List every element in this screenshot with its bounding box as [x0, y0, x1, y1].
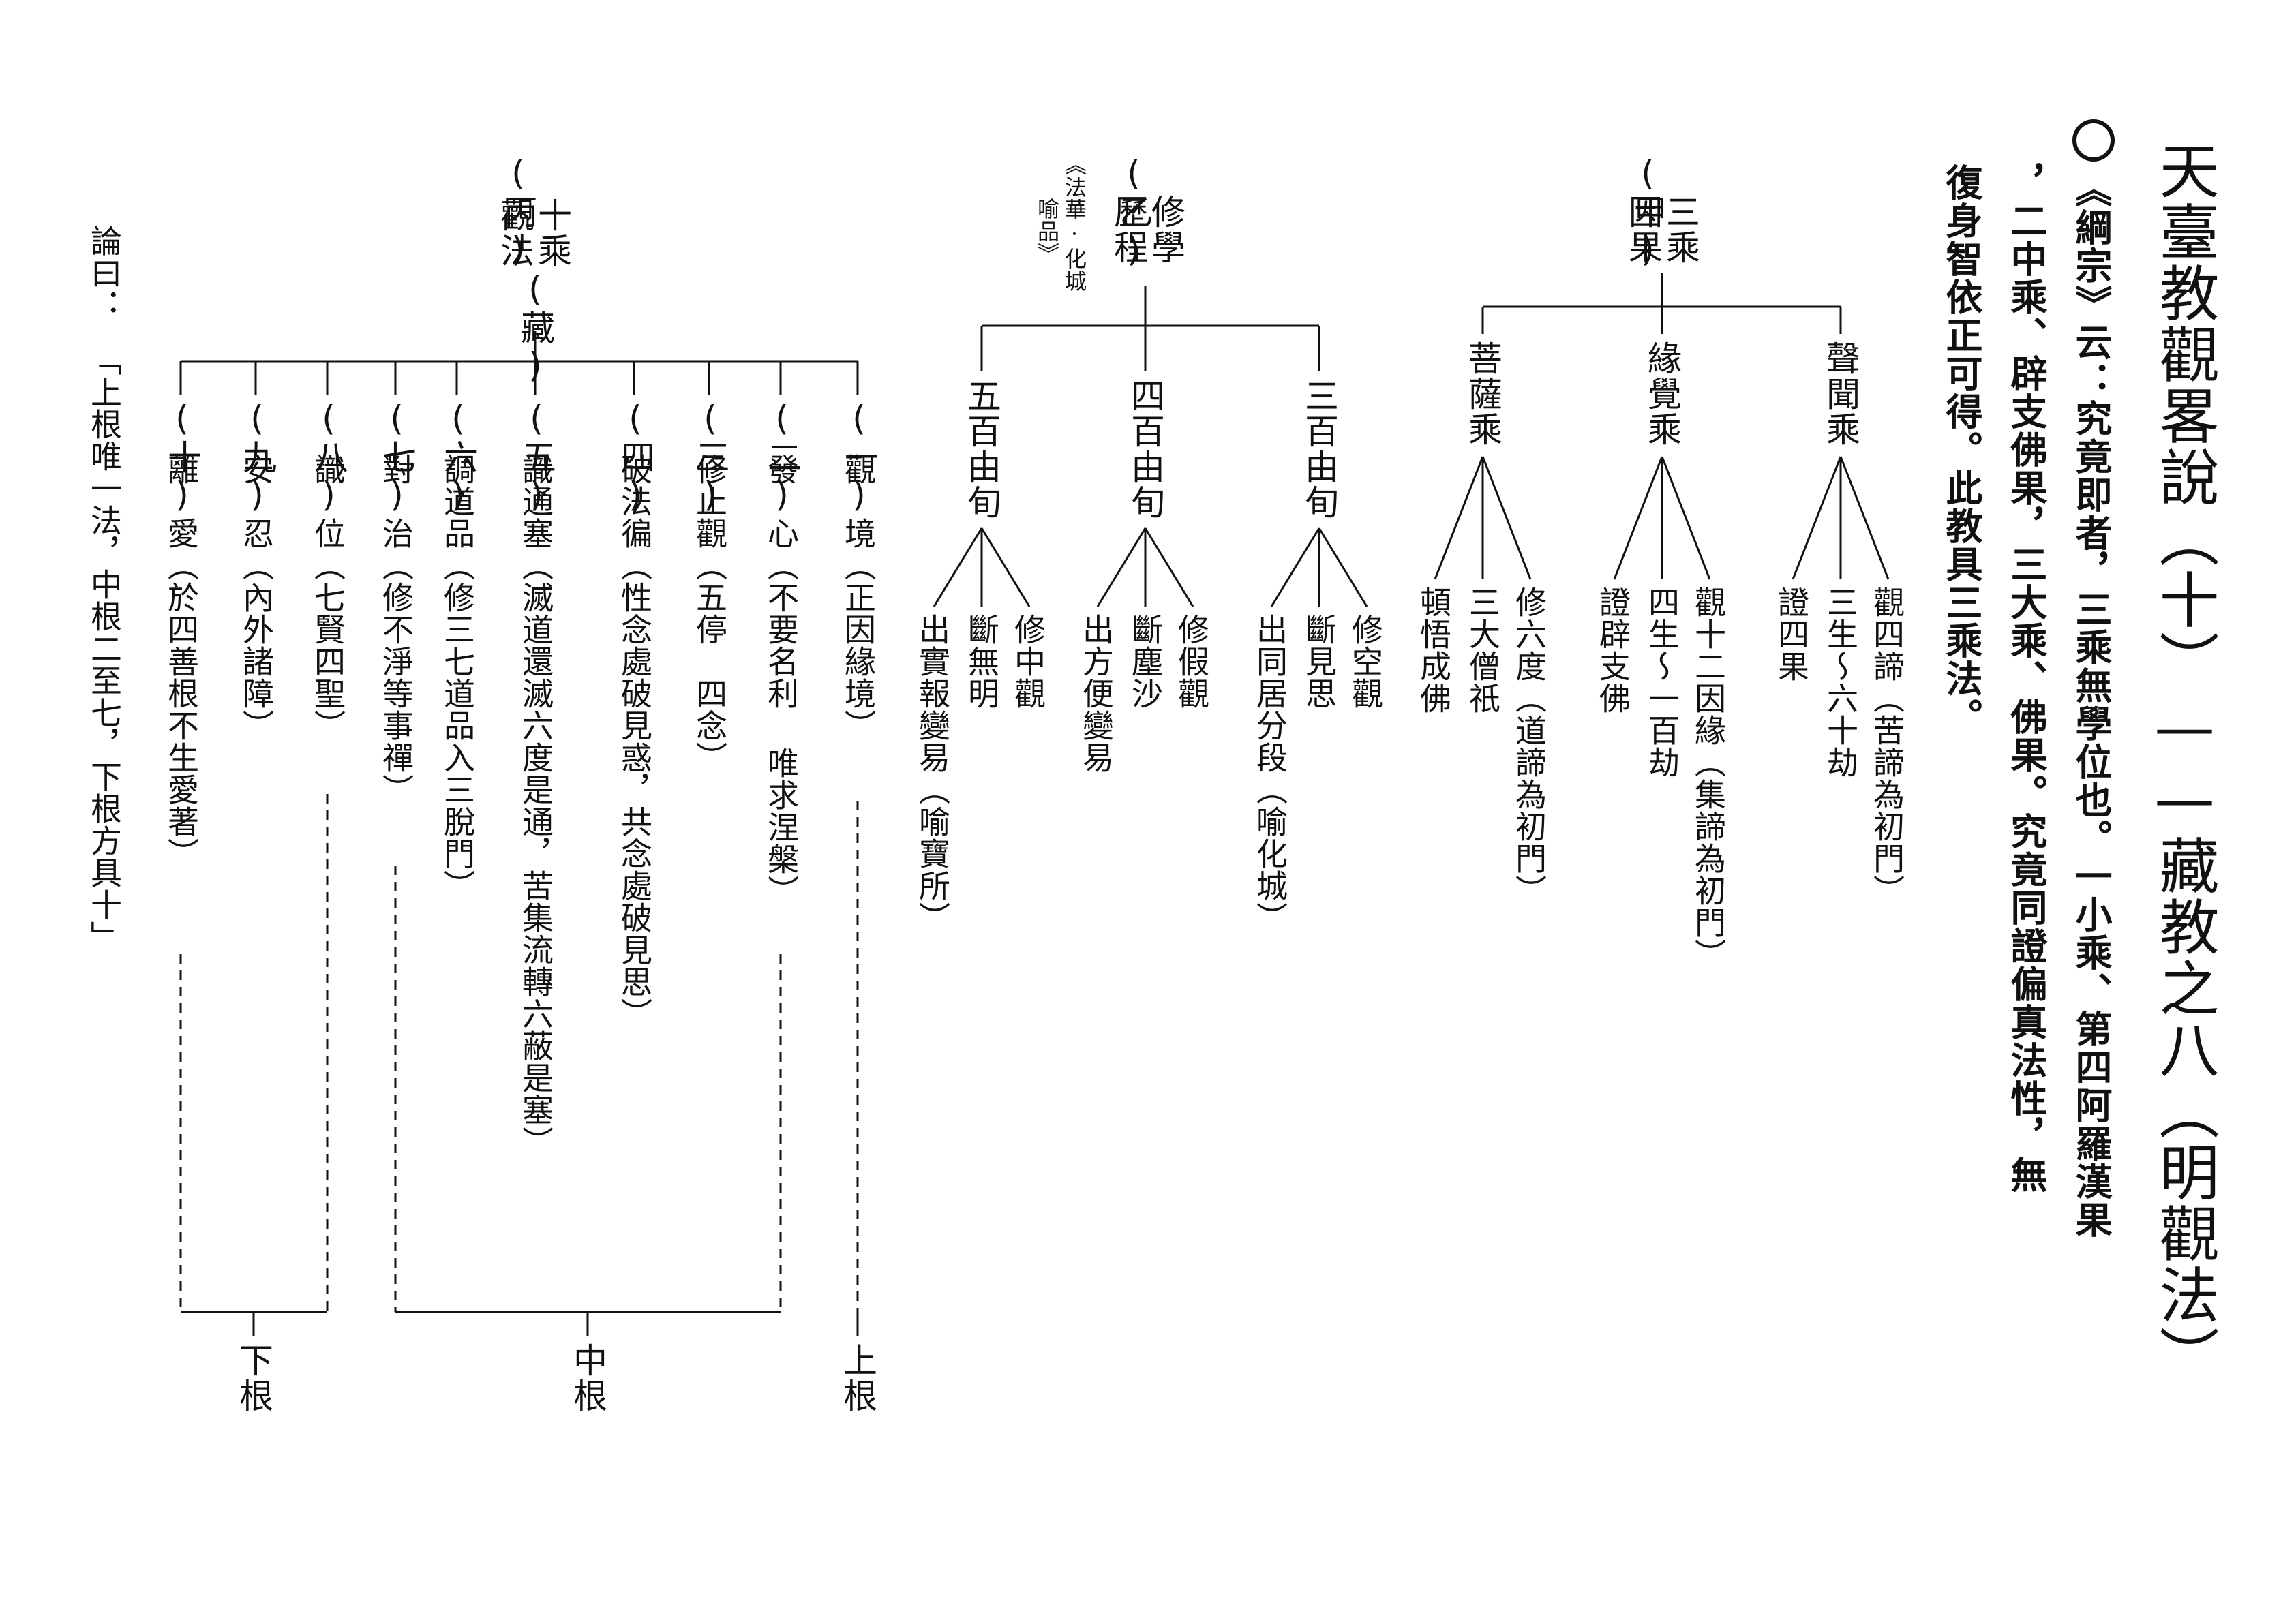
b300-item-3: 出同居分段（喻化城） [1252, 613, 1288, 934]
pusa-item-2: 三大僧祇 [1464, 586, 1501, 714]
item-4-text: 破法徧（性念處破見惑，共念處破見思） [616, 453, 653, 1030]
b500-item-2: 斷無明 [963, 613, 1000, 709]
branch-shengwen: 聲聞乘 [1821, 341, 1860, 447]
b500-item-1: 修中觀 [1010, 613, 1046, 709]
b400-item-2: 斷塵沙 [1127, 613, 1164, 709]
conclusion-heading: 論曰： [86, 225, 123, 321]
item-4-num: (四) [616, 399, 655, 516]
item-6-text: 調道品（修三七道品入三脫門） [439, 453, 476, 902]
section-a-title-2: 因果 [1623, 194, 1663, 265]
section-b-title-1: 修學 [1146, 194, 1185, 265]
section-c-title-2: 觀法 [495, 198, 534, 269]
item-7-text: 對 治（修不淨等事禪） [378, 453, 414, 806]
pusa-item-3: 頓悟成佛 [1415, 586, 1452, 714]
item-3-text: 修止觀（五停 四念） [691, 453, 728, 774]
section-c-label-zang: (藏) [515, 269, 555, 386]
item-1-text: 觀 境（正因緣境） [840, 453, 877, 741]
intro-text-line-1: 《綱宗》云：究竟即者，三乘無學位也。一小乘、第四阿羅漢果 [2069, 170, 2113, 1239]
group-label-middle: 中根 [568, 1343, 607, 1413]
b400-item-3: 出方便變易 [1078, 613, 1115, 774]
item-10-text: 離 愛（於四善根不生愛著） [163, 453, 200, 870]
b300-item-1: 修空觀 [1347, 613, 1384, 709]
item-9-text: 安 忍（內外諸障） [238, 453, 275, 741]
yuanjue-item-1: 觀十二因緣（集諦為初門） [1690, 586, 1727, 970]
section-a-title-1: 三乘 [1661, 194, 1700, 265]
item-1-num: (一) [839, 399, 879, 516]
shengwen-item-2: 三生～六十劫 [1822, 586, 1859, 778]
intro-text-line-2: ，二中乘、辟支佛果，三大乘、佛果。究竟同證偏真法性，無 [2004, 164, 2048, 1194]
item-7-num: (七) [377, 399, 417, 516]
section-b-note-2: 喻品》 [1034, 198, 1060, 265]
section-a-label: (甲) [1628, 153, 1667, 271]
item-9-num: (九) [237, 399, 277, 516]
section-c-label: (丙) [498, 153, 538, 271]
b300-item-2: 斷見思 [1301, 613, 1338, 709]
item-3-num: (三) [691, 399, 730, 516]
branch-yuanjue: 緣覺乘 [1642, 341, 1682, 447]
yuanjue-item-3: 證辟支佛 [1595, 586, 1631, 714]
item-2-num: (二) [762, 399, 802, 516]
branch-500: 五百由旬 [962, 378, 1001, 520]
item-2-text: 發 心（不要名利 唯求涅槃） [763, 453, 800, 907]
pusa-item-1: 修六度（道諦為初門） [1511, 586, 1547, 906]
group-label-lower: 下根 [234, 1343, 273, 1413]
section-b-title-2: 歷程 [1108, 194, 1148, 265]
shengwen-item-3: 證四果 [1773, 586, 1810, 682]
yuanjue-item-2: 四生～一百劫 [1644, 586, 1680, 778]
section-b-label: (乙) [1114, 153, 1153, 271]
item-10-num: (十) [162, 399, 202, 516]
item-8-text: 識 位（七賢四聖） [309, 453, 346, 741]
branch-400: 四百由旬 [1126, 378, 1165, 520]
item-8-num: (八) [309, 399, 348, 516]
circle-icon [2072, 119, 2115, 162]
intro-text-line-3: 復身智依正可得。此教具三乘法。 [1939, 164, 1983, 736]
b400-item-1: 修假觀 [1173, 613, 1210, 709]
conclusion-text: 「上根唯一法，中根二至七，下根方具十」 [86, 344, 123, 953]
page-title: 天臺教觀畧說（十）——藏教之八（明觀法） [2149, 140, 2220, 1387]
item-5-text: 識通塞（滅道還滅六度是通，苦集流轉六蔽是塞） [517, 453, 554, 1158]
item-6-num: (六) [438, 399, 478, 516]
section-b-note-1: 《法華·化城 [1061, 153, 1087, 292]
branch-pusa: 菩薩乘 [1463, 341, 1502, 447]
section-c-title-1: 十乘 [532, 198, 572, 269]
group-label-upper: 上根 [838, 1343, 877, 1413]
item-5-num: (五) [517, 399, 556, 516]
shengwen-item-1: 觀四諦（苦諦為初門） [1869, 586, 1905, 906]
branch-300: 三百由旬 [1299, 378, 1339, 520]
b500-item-3: 出實報變易（喻寶所） [914, 613, 951, 934]
